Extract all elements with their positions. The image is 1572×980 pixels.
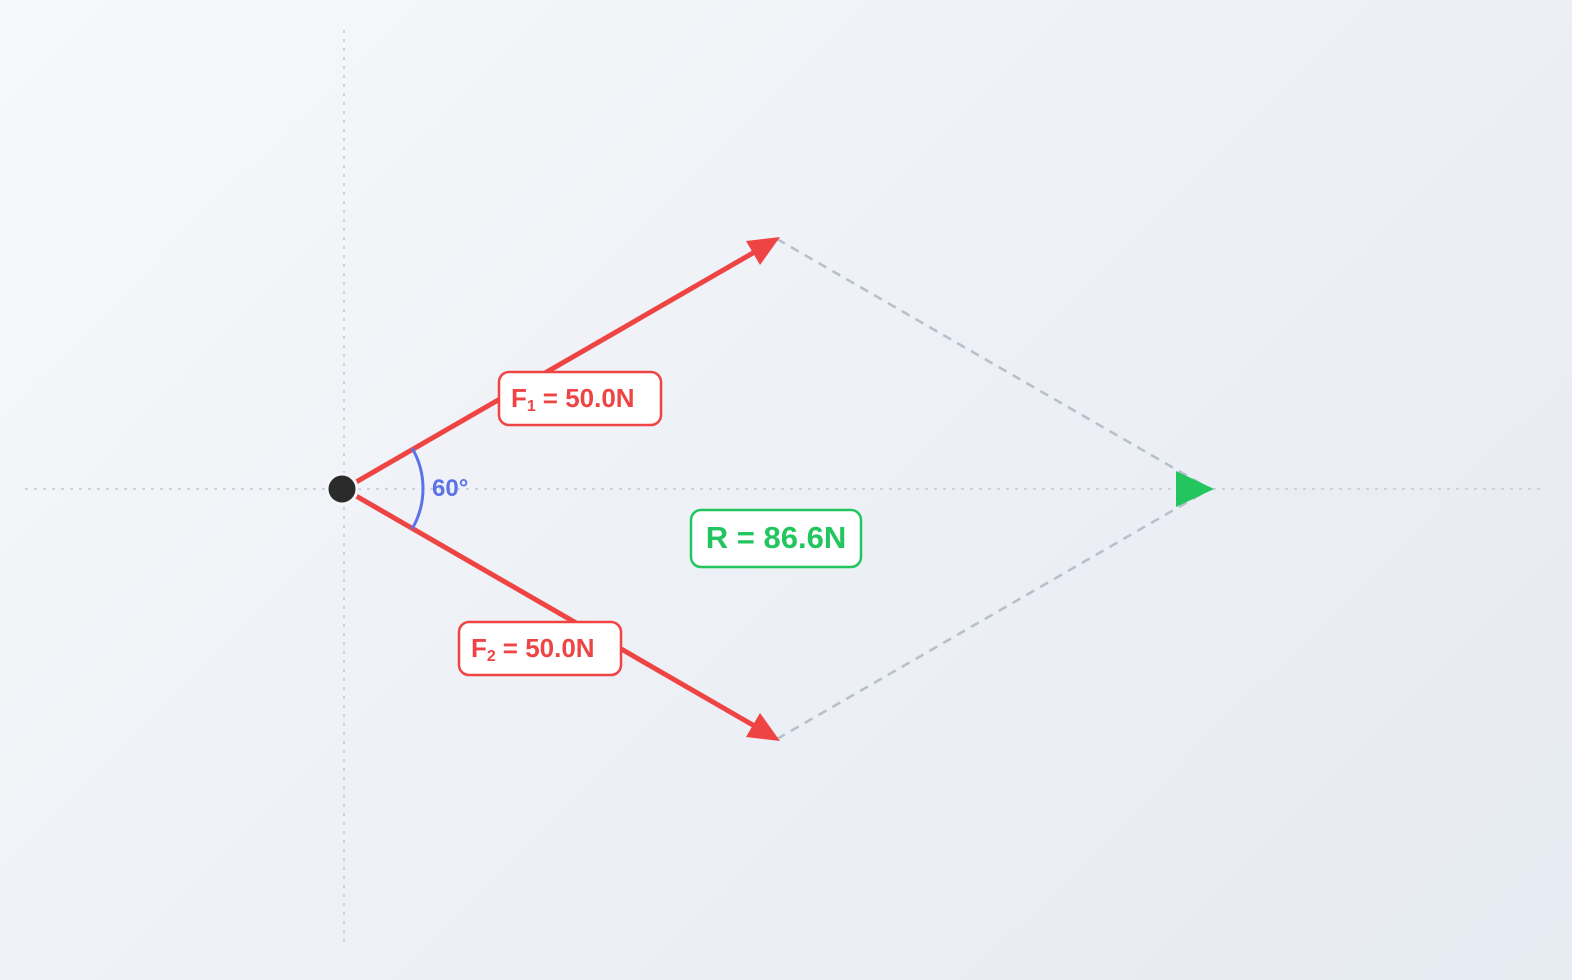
- angle-label: 60°: [432, 475, 468, 502]
- parallelogram-line-bottom: [776, 487, 1211, 741]
- f1-subscript: 1: [527, 398, 536, 415]
- f2-symbol: F: [471, 633, 487, 663]
- resultant-label: R = 86.6N: [689, 508, 863, 569]
- resultant-vector: [338, 471, 1216, 507]
- force-vector-f2: [341, 486, 780, 741]
- force-vector-f1: [341, 237, 780, 492]
- f2-label-text: F2 = 50.0N: [471, 633, 595, 665]
- f1-symbol: F: [511, 383, 527, 413]
- f2-label-box: [457, 620, 623, 677]
- angle-arc: [410, 447, 425, 530]
- resultant-arrowhead: [1176, 471, 1214, 507]
- resultant-label-text: R = 86.6N: [706, 520, 846, 555]
- f2-subscript: 2: [487, 648, 496, 665]
- f1-arrowhead: [746, 237, 780, 265]
- resultant-label-box: [689, 508, 863, 569]
- f2-arrowhead: [746, 713, 780, 741]
- f1-label: F1 = 50.0N: [497, 370, 663, 427]
- f1-label-text: F1 = 50.0N: [511, 383, 635, 415]
- f2-value: = 50.0N: [503, 633, 595, 663]
- f1-value: = 50.0N: [543, 383, 635, 413]
- origin-point: [325, 472, 359, 506]
- f1-label-box: [497, 370, 663, 427]
- parallelogram-line-top: [776, 237, 1211, 491]
- f2-label: F2 = 50.0N: [457, 620, 623, 677]
